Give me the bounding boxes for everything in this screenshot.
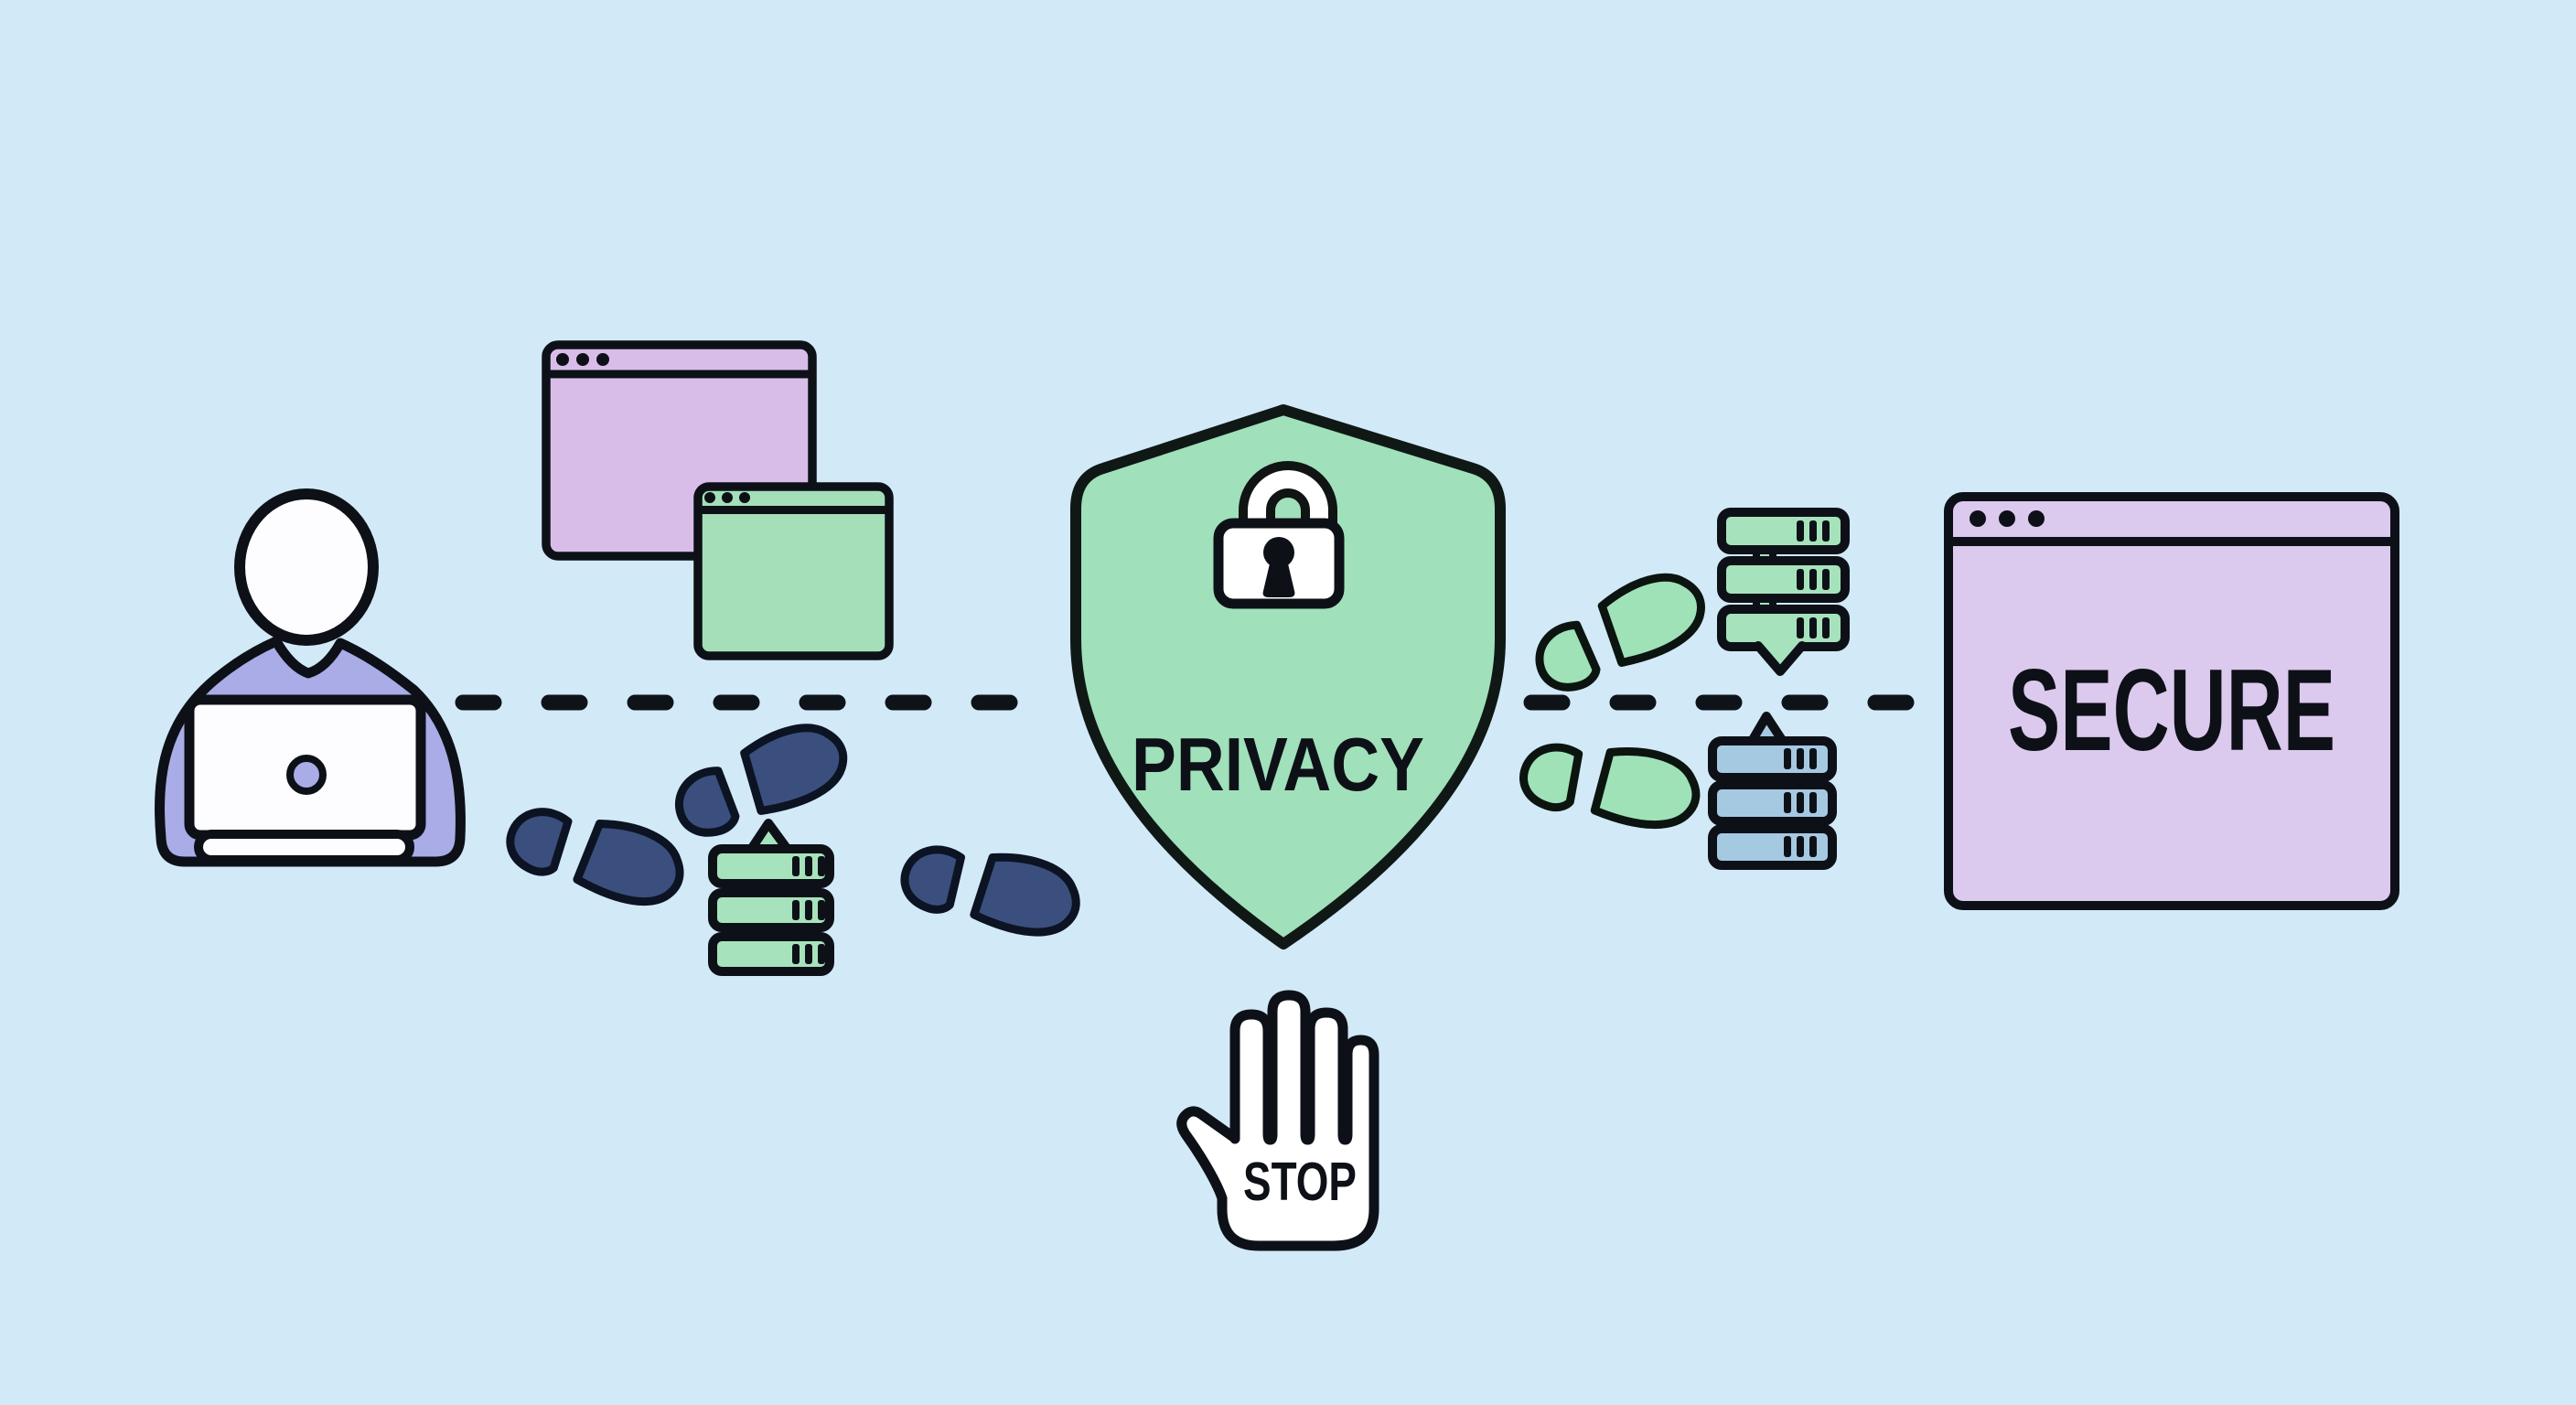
- laptop-base: [194, 830, 414, 864]
- padlock-icon: [1213, 461, 1345, 609]
- browser-window-frame: [1944, 492, 2399, 910]
- browser-window-green-icon: [693, 482, 894, 660]
- titlebar-dots-icon: [704, 492, 750, 503]
- padlock-shackle: [1248, 470, 1328, 534]
- server-lights: [1784, 748, 1817, 857]
- titlebar-dots-icon: [1970, 510, 2045, 527]
- laptop-icon: [184, 694, 426, 864]
- secure-label: SECURE: [2008, 645, 2335, 775]
- stop-hand-icon: STOP: [1176, 990, 1379, 1251]
- person-at-laptop-icon: [155, 488, 466, 867]
- tracker-server-blue-icon: [1708, 712, 1837, 870]
- speech-tail-outline: [1746, 712, 1788, 747]
- speech-tail-outline: [1754, 641, 1807, 676]
- laptop-logo: [286, 755, 327, 795]
- hand-shape: [1176, 990, 1379, 1251]
- stop-label: STOP: [1243, 1152, 1357, 1212]
- browser-window-frame: [693, 482, 894, 660]
- tracker-server-left-icon: [708, 819, 834, 976]
- privacy-shield-icon: PRIVACY: [1070, 404, 1506, 949]
- speech-tail-outline: [746, 819, 793, 855]
- shield-shape: [1070, 404, 1506, 949]
- speech-tail: [1758, 640, 1802, 671]
- server-row: [708, 932, 834, 976]
- titlebar-dots-icon: [556, 353, 609, 366]
- server-lights: [1797, 520, 1830, 638]
- secure-browser-window: SECURE: [1944, 492, 2399, 910]
- keyhole-stem: [1262, 560, 1295, 597]
- tracker-server-right-green-icon: [1717, 508, 1850, 676]
- server-row: [708, 888, 834, 932]
- server-row: [708, 844, 834, 888]
- privacy-label: PRIVACY: [1132, 722, 1424, 807]
- server-lights: [792, 856, 825, 964]
- person-head: [234, 488, 379, 646]
